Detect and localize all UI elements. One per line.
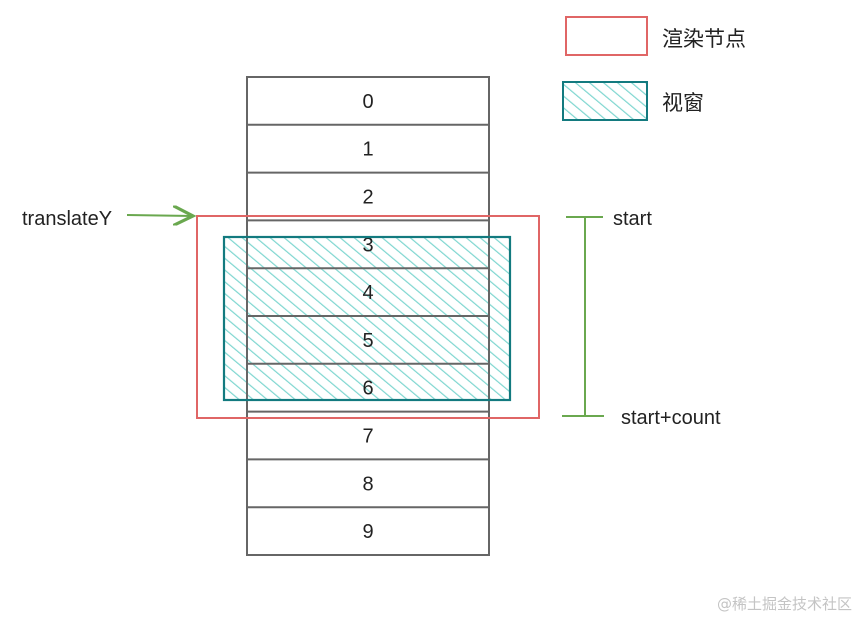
viewport-box [222, 235, 512, 402]
range-bracket [562, 216, 604, 417]
translate-y-arrow [126, 215, 193, 216]
start-plus-count-label: start+count [621, 407, 721, 429]
legend-viewport-label: 视窗 [662, 92, 704, 115]
legend-viewport-swatch-fill [563, 82, 647, 120]
list-item-2: 2 [362, 187, 373, 209]
watermark: @稀土掘金技术社区 [716, 595, 852, 613]
list-item-0: 0 [362, 91, 373, 113]
viewport-fill [224, 237, 510, 400]
list-item-7: 7 [362, 426, 373, 448]
legend-render-nodes-swatch [565, 16, 648, 56]
list-item-4: 4 [362, 282, 373, 304]
legend-viewport-swatch [562, 81, 648, 121]
list-item-8: 8 [362, 473, 373, 495]
legend: 渲染节点 视窗 [562, 16, 746, 121]
list-item-5: 5 [362, 330, 373, 352]
start-label: start [613, 208, 652, 230]
list-item-6: 6 [362, 378, 373, 400]
list-item-1: 1 [362, 139, 373, 161]
legend-render-nodes-label: 渲染节点 [662, 28, 746, 51]
list-items: 0 1 2 3 4 5 6 7 8 9 [246, 76, 490, 556]
translate-y-label: translateY [22, 208, 112, 230]
list-item-3: 3 [362, 234, 373, 256]
render-nodes-box [196, 215, 540, 419]
list-item-9: 9 [362, 521, 373, 543]
